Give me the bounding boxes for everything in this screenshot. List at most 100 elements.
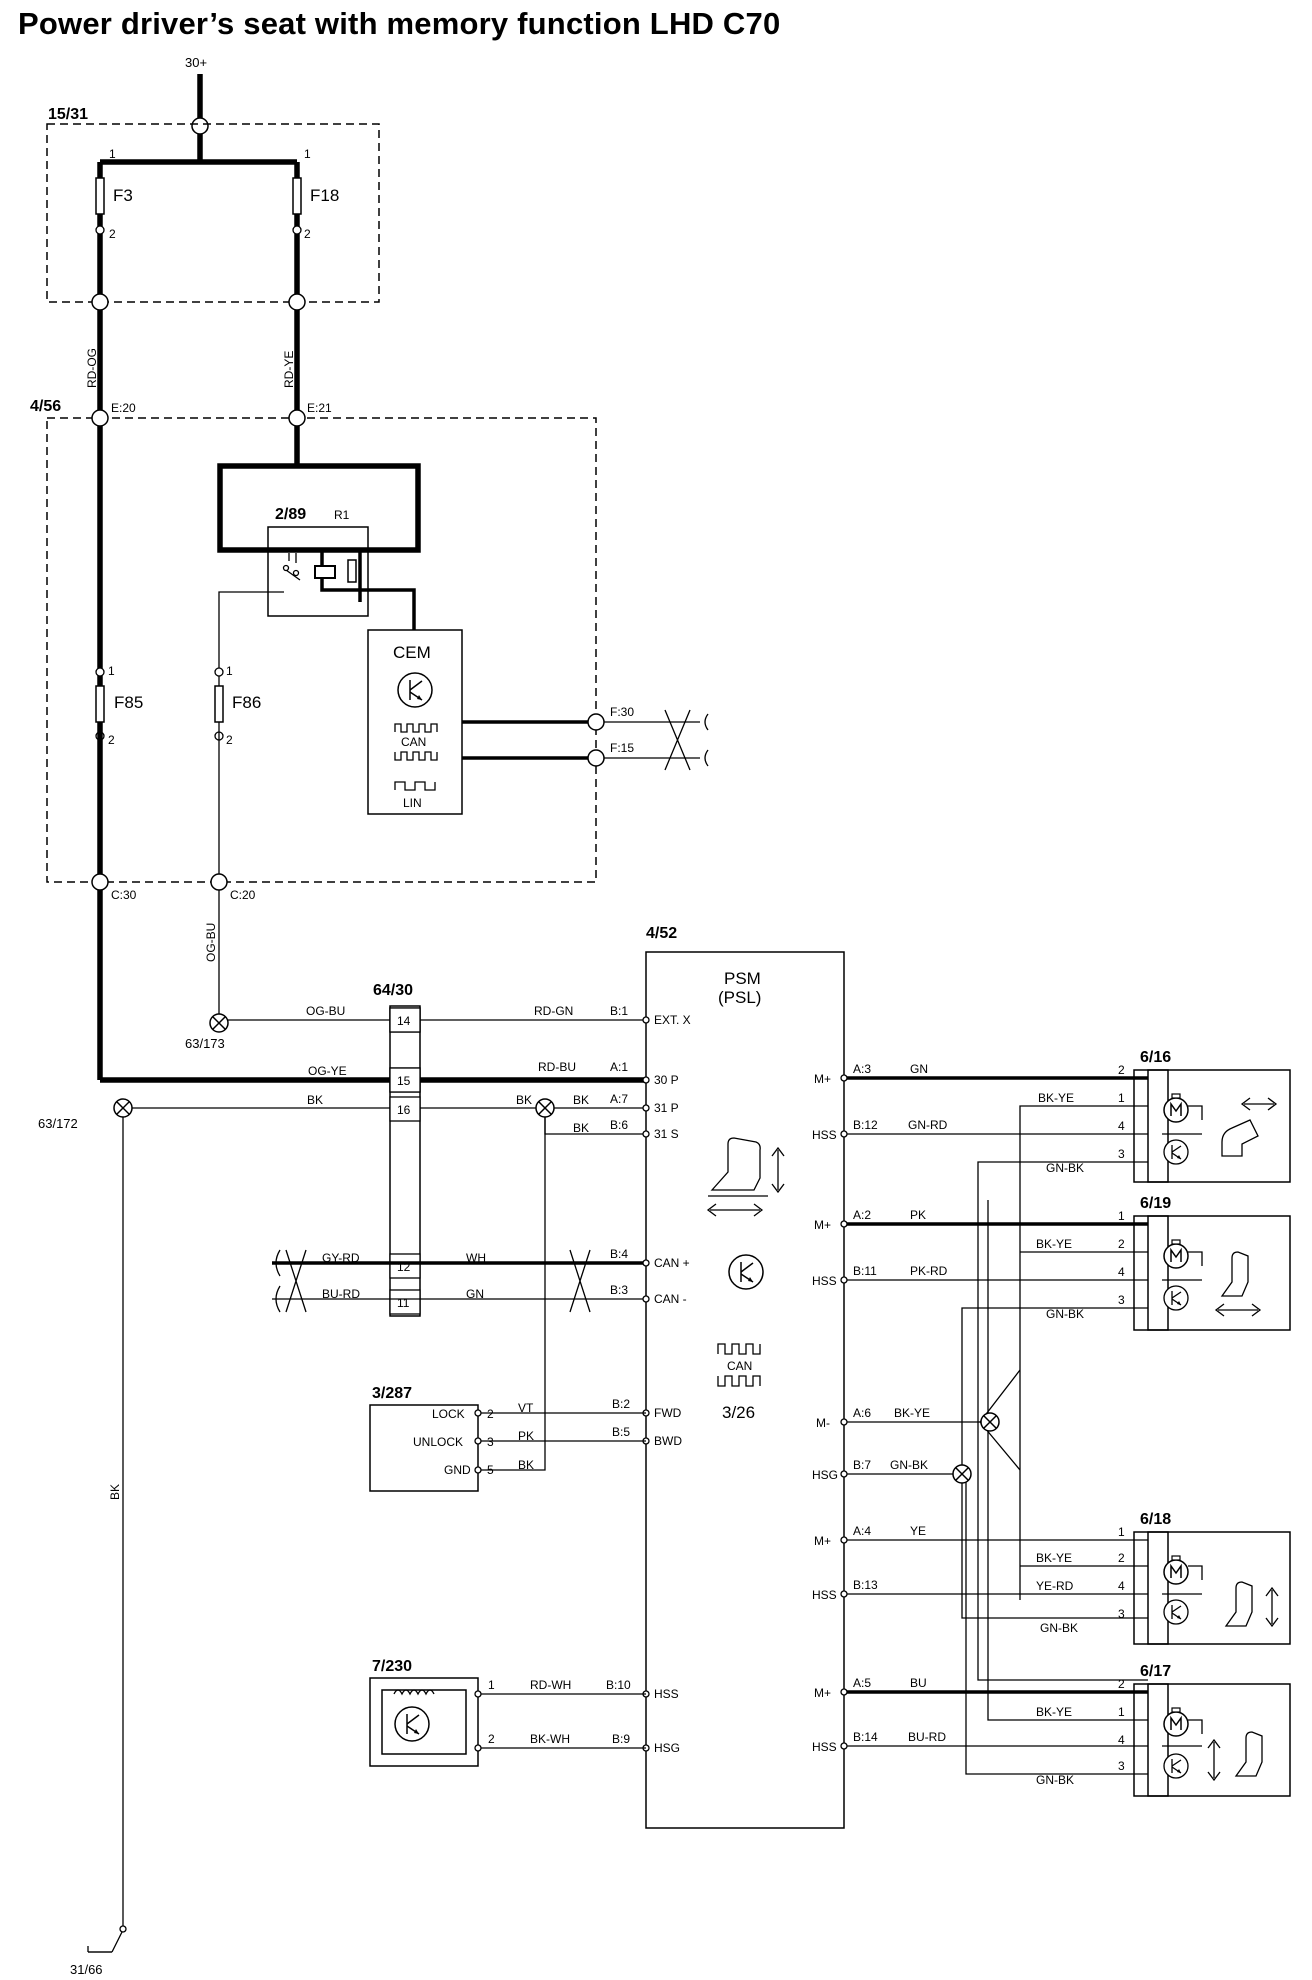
wire-bk-switch: BK [518, 1458, 534, 1472]
m618-ye-rd: YE-RD [1036, 1579, 1074, 1593]
splice-m-minus-icon [980, 1412, 1000, 1432]
psm-r-m4: M+ [814, 1686, 831, 1700]
psm-r-a2: A:2 [853, 1208, 871, 1222]
motor-6-16: 6/16 2 1 4 3 BK-YE GN-BK [1038, 1049, 1291, 1183]
label-og-bu: OG-BU [306, 1004, 345, 1018]
wire-pk-switch: PK [518, 1429, 534, 1443]
motor-6-18-id: 6/18 [1140, 1511, 1171, 1528]
psm-pin-b1: B:1 [610, 1004, 628, 1018]
psm-name: PSM [724, 969, 761, 988]
conn-pin-16: 16 [397, 1103, 411, 1117]
motor-wiring [847, 1076, 1148, 1775]
psm-id: 4/52 [646, 925, 677, 942]
pin-e20: E:20 [111, 401, 136, 415]
m616-p1: 1 [1118, 1091, 1125, 1105]
m617-p3: 3 [1118, 1759, 1125, 1773]
pin-c30: C:30 [111, 888, 137, 902]
seat-height-icon-6-18 [1224, 1581, 1253, 1627]
motor-6-19-id: 6/19 [1140, 1195, 1171, 1212]
f18-pin2: 2 [304, 227, 311, 241]
m619-bk-ye: BK-YE [1036, 1237, 1072, 1251]
cem-box-id: 4/56 [30, 398, 61, 415]
fusebox-id: 15/31 [48, 106, 88, 123]
wire-bu-rd: BU-RD [908, 1730, 946, 1744]
psm-label-ext-x: EXT. X [654, 1013, 691, 1027]
sensor-id: 7/230 [372, 1658, 412, 1675]
m616-gn-bk: GN-BK [1046, 1161, 1084, 1175]
psm-label-31p: 31 P [654, 1101, 679, 1115]
cem-transistor-icon [397, 672, 433, 708]
m619-p3: 3 [1118, 1293, 1125, 1307]
psm-body [645, 951, 845, 1829]
f85-label: F85 [114, 693, 143, 712]
m617-gn-bk: GN-BK [1036, 1773, 1074, 1787]
psm-r-b7: B:7 [853, 1458, 871, 1472]
wire-bk-ye-psm: BK-YE [894, 1406, 930, 1420]
motor-6-16-id: 6/16 [1140, 1049, 1171, 1066]
m619-p1: 1 [1118, 1209, 1125, 1223]
f85-pin2: 2 [108, 733, 115, 747]
m617-p1: 1 [1118, 1705, 1125, 1719]
switch-unlock: UNLOCK [413, 1435, 463, 1449]
ground-31-66: 31/66 [70, 1962, 103, 1977]
m618-gn-bk: GN-BK [1040, 1621, 1078, 1635]
psm-label-hsg: HSG [654, 1741, 680, 1755]
f86-pin1: 1 [226, 664, 233, 678]
psm-pin-b4: B:4 [610, 1247, 628, 1261]
m618-p2: 2 [1118, 1551, 1125, 1565]
label-bu-rd: BU-RD [322, 1287, 360, 1301]
wire-bk-wh: BK-WH [530, 1732, 570, 1746]
pin-e21: E:21 [307, 401, 332, 415]
label-bk4: BK [573, 1121, 589, 1135]
splice-bk-icon [535, 1098, 555, 1118]
sensor-transistor-icon [394, 1706, 430, 1742]
psm-pin-b6: B:6 [610, 1118, 628, 1132]
psm-pin-b9: B:9 [612, 1732, 630, 1746]
psm-pin-b10: B:10 [606, 1678, 631, 1692]
psm-r-m1: M+ [814, 1072, 831, 1086]
m617-p4: 4 [1118, 1733, 1125, 1747]
psm-r-hss4: HSS [812, 1740, 837, 1754]
psm-r-a6: A:6 [853, 1406, 871, 1420]
sensor-pin-2: 2 [488, 1732, 495, 1746]
m616-p4: 4 [1118, 1119, 1125, 1133]
diagram-title: Power driver’s seat with memory function… [18, 6, 781, 41]
label-og-ye: OG-YE [308, 1064, 347, 1078]
psm-transistor-icon [728, 1254, 764, 1290]
psm-r-m3: M+ [814, 1534, 831, 1548]
label-bk2: BK [516, 1093, 532, 1107]
wire-pk: PK [910, 1208, 926, 1222]
cem-label: CEM [393, 643, 431, 662]
psm-r-b12: B:12 [853, 1118, 878, 1132]
psm-r-b11: B:11 [853, 1264, 877, 1278]
motor-sensor-icon-6-18 [1163, 1599, 1189, 1625]
wire-rd-og: RD-OG [85, 348, 99, 388]
relay-ref: R1 [334, 508, 350, 522]
psm-sub: (PSL) [718, 988, 761, 1007]
motor-6-17: 6/17 2 1 4 3 BK-YE GN-BK [1036, 1663, 1291, 1797]
cem-module-4-56: 4/56 E:20 E:21 2/89 R1 1 F85 2 [30, 398, 709, 902]
psm-r-b13: B:13 [853, 1578, 878, 1592]
psm-r-hss1: HSS [812, 1128, 837, 1142]
fuse-f85 [95, 685, 105, 723]
sensor-7-230: 7/230 1 2 RD-WH BK-WH [369, 1658, 646, 1767]
m617-p2: 2 [1118, 1677, 1125, 1691]
connector-id: 64/30 [373, 982, 413, 999]
wire-gn-bk-psm: GN-BK [890, 1458, 928, 1472]
wire-rd-ye: RD-YE [282, 351, 296, 388]
power-supply: 30+ [185, 55, 209, 135]
psm-r-a3: A:3 [853, 1062, 871, 1076]
relay-2-89 [267, 526, 369, 617]
switch-pin-2: 2 [487, 1407, 494, 1421]
psm-pin-b3: B:3 [610, 1283, 628, 1297]
fuse-f86 [214, 685, 224, 723]
psm-label-hss: HSS [654, 1687, 679, 1701]
cem-lin-label: LIN [403, 796, 422, 810]
psm-pin-a1: A:1 [610, 1060, 628, 1074]
label-bk: BK [307, 1093, 323, 1107]
label-bk3: BK [573, 1093, 589, 1107]
m616-bk-ye: BK-YE [1038, 1091, 1074, 1105]
splice-hsg-icon [952, 1464, 972, 1484]
